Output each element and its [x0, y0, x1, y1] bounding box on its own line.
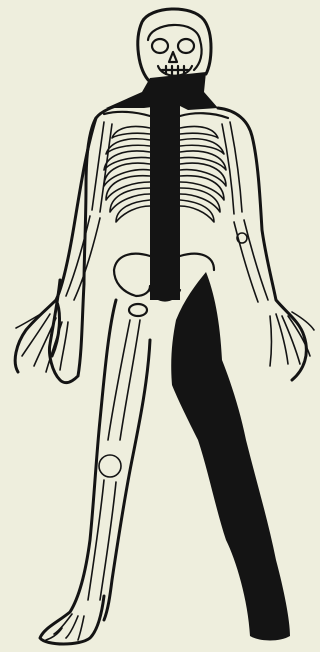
shaded-spine	[150, 104, 180, 300]
